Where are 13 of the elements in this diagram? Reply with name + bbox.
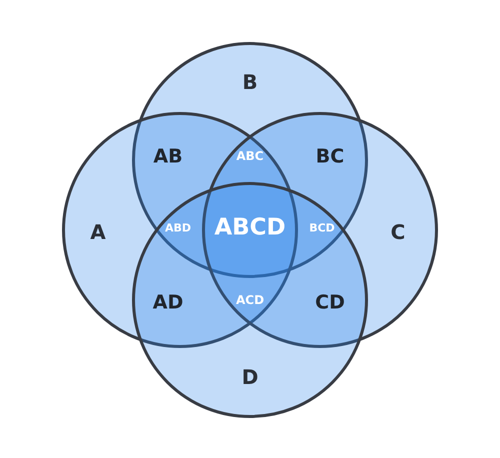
set-label: D [242, 367, 258, 387]
region-label: AD [152, 294, 184, 312]
set-label: A [90, 222, 106, 242]
set-label: B [242, 72, 258, 92]
region-label: ABC [236, 150, 264, 162]
set-label: C [390, 222, 406, 242]
region-label: BCD [309, 222, 335, 234]
region-label: AB [153, 148, 183, 166]
region-label: ABCD [214, 216, 286, 240]
region-label: ACD [236, 294, 264, 306]
region-label: CD [315, 294, 345, 312]
region-label: ABD [164, 222, 192, 234]
region-label: BC [316, 148, 344, 166]
